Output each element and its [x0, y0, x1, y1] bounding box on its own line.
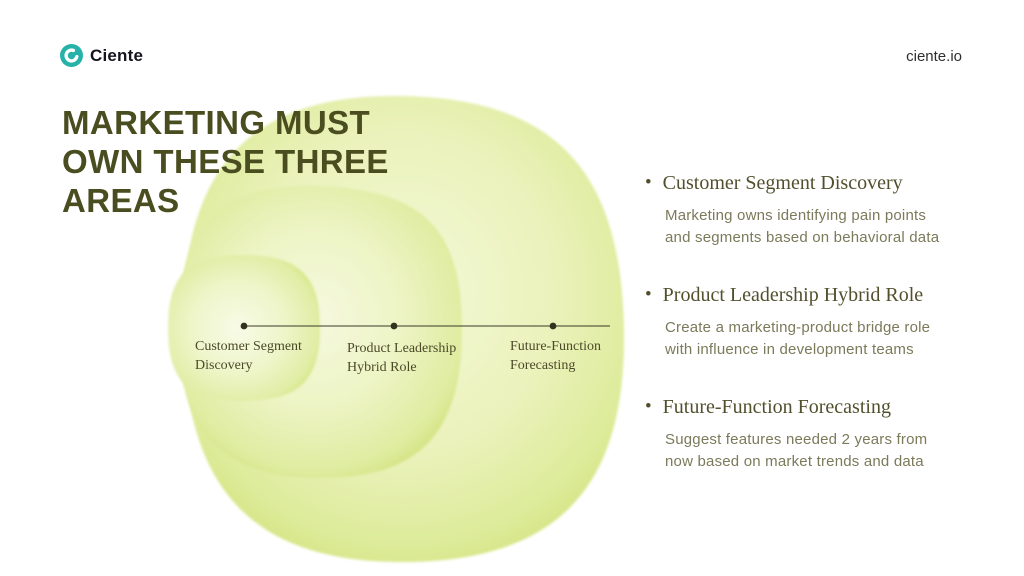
point-body: Create a marketing-product bridge role w…	[665, 319, 931, 358]
list-item: • Future-Function Forecasting Suggest fe…	[645, 394, 1005, 473]
point-heading-row: • Product Leadership Hybrid Role	[645, 282, 1005, 308]
key-points-list: • Customer Segment Discovery Marketing o…	[645, 170, 1005, 506]
timeline-label-future-function-forecasting: Future-Function Forecasting	[510, 339, 601, 373]
brand-logo: Ciente	[60, 44, 143, 67]
bullet-icon: •	[645, 396, 652, 417]
point-heading-row: • Future-Function Forecasting	[645, 394, 1005, 420]
bullet-icon: •	[645, 172, 652, 193]
brand-name: Ciente	[90, 45, 144, 65]
timeline-label-customer-segment-discovery: Customer Segment Discovery	[195, 339, 302, 373]
list-item: • Customer Segment Discovery Marketing o…	[645, 170, 1005, 249]
timeline-dot-3	[549, 322, 557, 330]
bullet-icon: •	[645, 284, 652, 305]
point-body: Marketing owns identifying pain points a…	[665, 207, 940, 246]
point-body: Suggest features needed 2 years from now…	[665, 431, 928, 470]
ciente-logo-icon	[60, 44, 83, 67]
list-item: • Product Leadership Hybrid Role Create …	[645, 282, 1005, 361]
point-heading: Product Leadership Hybrid Role	[662, 284, 924, 306]
point-heading: Future-Function Forecasting	[662, 396, 891, 418]
point-heading: Customer Segment Discovery	[662, 172, 903, 194]
timeline-dot-2	[390, 322, 398, 330]
timeline-label-product-leadership-hybrid-role: Product Leadership Hybrid Role	[347, 341, 457, 375]
timeline-dot-1	[240, 322, 248, 330]
slide-title: MARKETING MUST OWN THESE THREE AREAS	[62, 104, 389, 219]
point-heading-row: • Customer Segment Discovery	[645, 170, 1005, 196]
website-url: ciente.io	[906, 48, 962, 65]
